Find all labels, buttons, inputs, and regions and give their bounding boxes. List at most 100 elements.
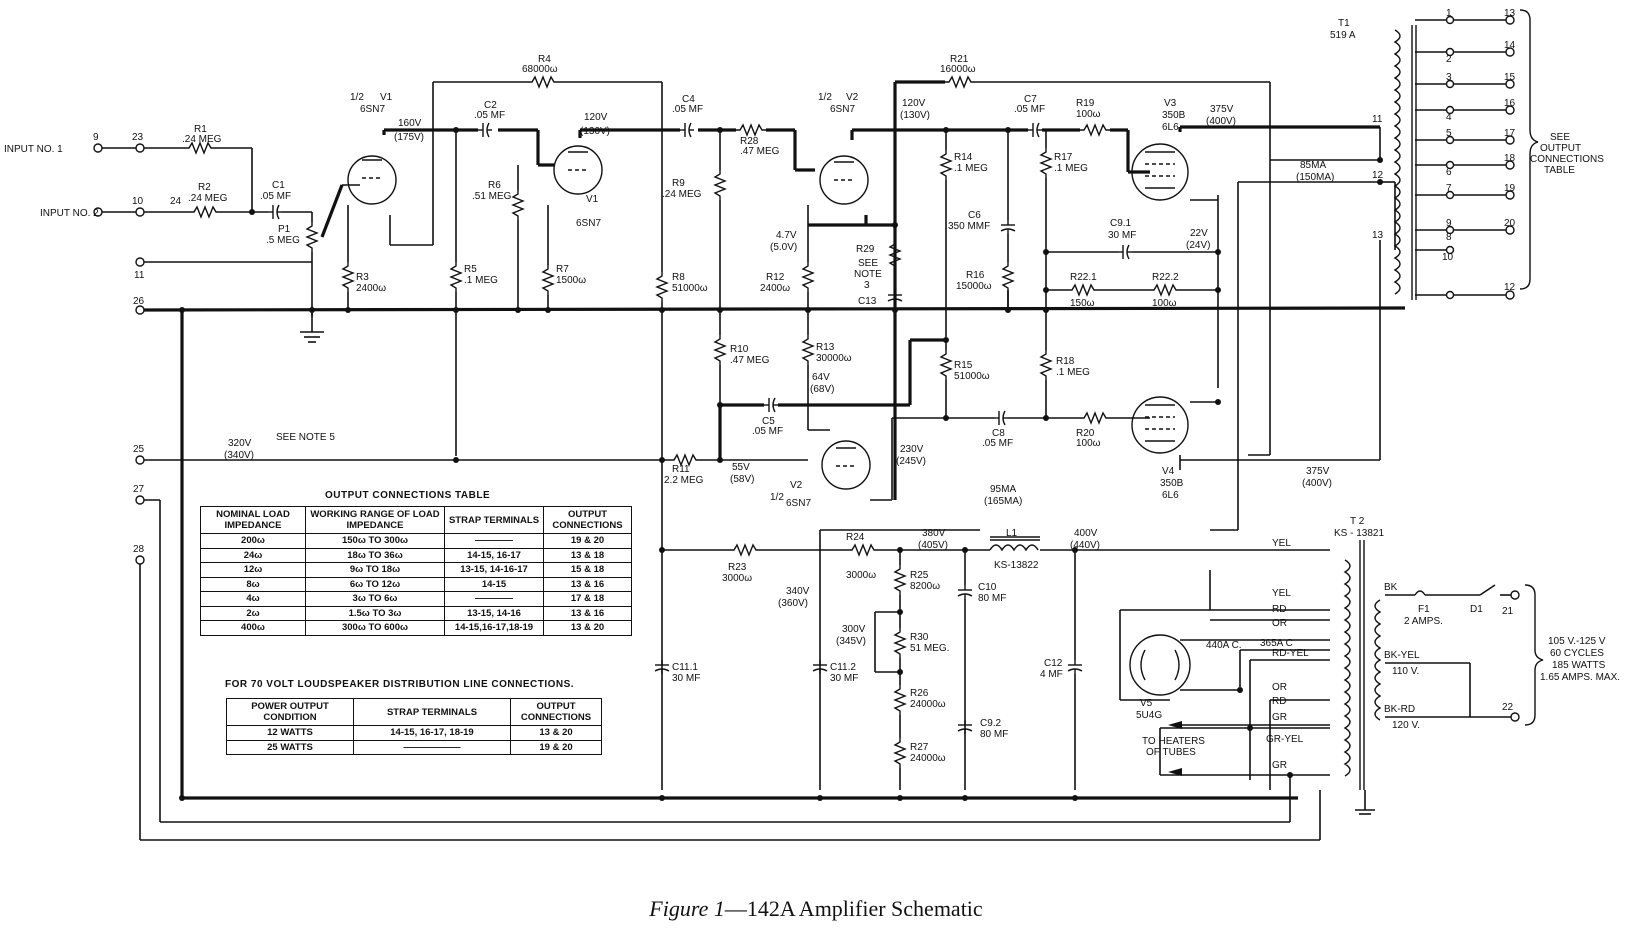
c8-value: .05 MF — [982, 438, 1013, 449]
table-cell: ———— — [444, 533, 544, 549]
r23-value: 3000ω — [722, 573, 752, 584]
r221-label: R22.1 — [1070, 272, 1097, 283]
mains-label-3: 185 WATTS — [1552, 660, 1606, 671]
terminal-25-label: 25 — [133, 444, 145, 455]
r30-label: R30 — [910, 632, 929, 643]
v175-label: (175V) — [394, 132, 424, 143]
v400c-label: 400V — [1074, 528, 1098, 539]
r4-label: R4 — [538, 54, 551, 65]
table-cell: 1.5ω TO 3ω — [305, 605, 445, 621]
r29-note-3: 3 — [864, 280, 870, 291]
table-cell: 18ω TO 36ω — [305, 547, 445, 563]
t1-terminal: 13 — [1504, 8, 1516, 19]
v110-label: 110 V. — [1392, 666, 1419, 677]
v1b-label: V1 — [586, 194, 599, 205]
r5-value: .1 MEG — [464, 275, 498, 286]
v440-label: (440V) — [1070, 540, 1100, 551]
v2a-type: 6SN7 — [830, 104, 855, 115]
t1-value: 519 A — [1330, 30, 1356, 41]
c91-value: 30 MF — [1108, 230, 1136, 241]
table-cell: 13 & 20 — [510, 725, 602, 741]
v2a-half-label: 1/2 — [818, 92, 832, 103]
table-cell: 14-15, 16-17, 18-19 — [353, 725, 511, 741]
terminal-26-label: 26 — [133, 296, 145, 307]
output-connections-table: NOMINAL LOAD IMPEDANCE WORKING RANGE OF … — [200, 506, 632, 636]
table-cell: ———— — [444, 591, 544, 607]
r3-label: R3 — [356, 272, 369, 283]
input-2-label: INPUT NO. 2 — [40, 208, 99, 219]
table-cell: 6ω TO 12ω — [305, 576, 445, 592]
r8-label: R8 — [672, 272, 685, 283]
table-cell: 12ω — [200, 562, 306, 578]
mains-label-2: 60 CYCLES — [1550, 648, 1604, 659]
c4-label: C4 — [682, 94, 695, 105]
v50-label: (5.0V) — [770, 242, 797, 253]
table-row: 25 WATTS——————19 & 20 — [226, 739, 602, 755]
table-cell: 200ω — [200, 533, 306, 549]
r21-value: 16000ω — [940, 64, 976, 75]
c111-value: 30 MF — [672, 673, 700, 684]
r27-value: 24000ω — [910, 753, 946, 764]
r11-label: R11 — [672, 464, 690, 475]
table-cell: 15 & 18 — [543, 562, 632, 578]
v68-label: (68V) — [810, 384, 834, 395]
terminal-9-label: 9 — [93, 132, 99, 143]
terminal-22-label: 22 — [1502, 702, 1514, 713]
see-output-4: TABLE — [1544, 165, 1575, 176]
terminal-11-label: 11 — [134, 270, 145, 281]
c6-label: C6 — [968, 210, 981, 221]
r29-note-1: SEE — [858, 258, 878, 269]
t1-terminal: 15 — [1504, 72, 1516, 83]
c92-value: 80 MF — [980, 729, 1008, 740]
t2-value: KS - 13821 — [1334, 528, 1384, 539]
v120b-label: 120V — [902, 98, 926, 109]
t1-terminal: 11 — [1372, 114, 1383, 125]
v3-type: 350B — [1162, 110, 1186, 121]
figure-title: 142A Amplifier Schematic — [746, 896, 983, 921]
c12-value: 4 MF — [1040, 669, 1063, 680]
v5-label: V5 — [1140, 698, 1153, 709]
table-cell: 150ω TO 300ω — [305, 533, 445, 549]
table-header: OUTPUT CONNECTIONS — [510, 698, 602, 726]
caption-dash: — — [724, 896, 747, 921]
wire-yel-1: YEL — [1272, 538, 1291, 549]
r26-label: R26 — [910, 688, 929, 699]
see-output-3: CONNECTIONS — [1530, 154, 1604, 165]
wire-gr-yel: GR-YEL — [1266, 734, 1304, 745]
v245-label: (245V) — [896, 456, 926, 467]
l1-label: L1 — [1006, 528, 1018, 539]
v2b-label: V2 — [790, 480, 803, 491]
v400a-label: (400V) — [1206, 116, 1236, 127]
t1-terminal: 20 — [1504, 218, 1516, 229]
r8-value: 51000ω — [672, 283, 708, 294]
figure-caption: Figure 1—142A Amplifier Schematic — [0, 896, 1632, 922]
r2-label: R2 — [198, 182, 211, 193]
table-cell: 12 WATTS — [226, 725, 354, 741]
v47-label: 4.7V — [776, 230, 797, 241]
t1-terminal: 7 — [1446, 183, 1452, 194]
t1-terminal: 12 — [1372, 170, 1384, 181]
wire-or-1: OR — [1272, 618, 1287, 629]
r13-value: 30000ω — [816, 353, 852, 364]
ma95-label: 95MA — [990, 484, 1016, 495]
t1-terminal: 8 — [1446, 232, 1452, 243]
v400b-label: (400V) — [1302, 478, 1332, 489]
r25-label: R25 — [910, 570, 929, 581]
c5-value: .05 MF — [752, 426, 783, 437]
v4-type-2: 6L6 — [1162, 490, 1179, 501]
output-connections-table-title: OUTPUT CONNECTIONS TABLE — [325, 490, 491, 501]
r25-value: 8200ω — [910, 581, 940, 592]
table-cell: 300ω TO 600ω — [305, 620, 445, 636]
v340-label: (340V) — [224, 450, 254, 461]
heaters-label-1: TO HEATERS — [1142, 736, 1205, 747]
wire-rd-1: RD — [1272, 604, 1286, 615]
terminal-23-label: 23 — [132, 132, 144, 143]
table-cell: 14-15 — [444, 576, 544, 592]
c112-value: 30 MF — [830, 673, 858, 684]
r16-value: 15000ω — [956, 281, 992, 292]
r11-value: 2.2 MEG — [664, 475, 704, 486]
l1-value: KS-13822 — [994, 560, 1039, 571]
